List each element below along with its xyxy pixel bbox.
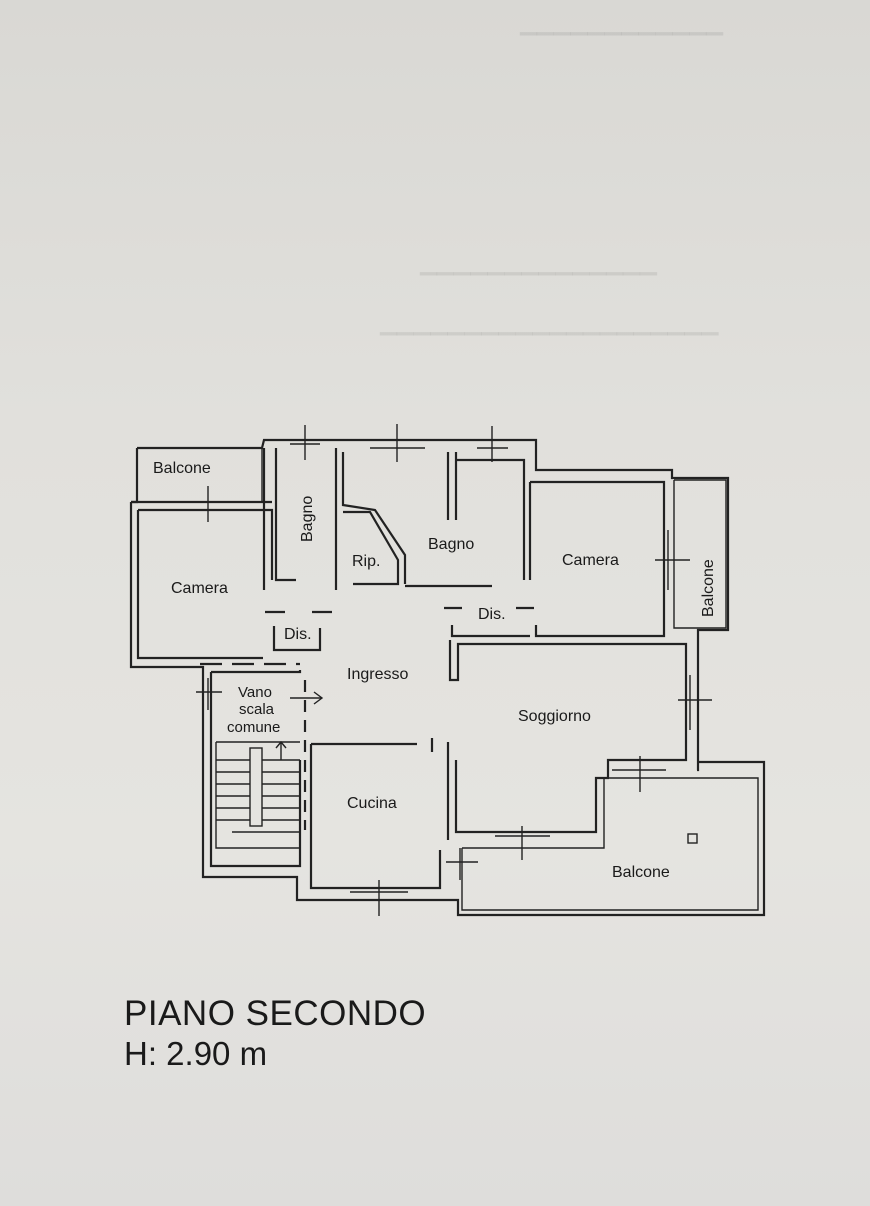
label-camera-west: Camera <box>171 580 228 597</box>
label-balcone-se: Balcone <box>612 864 670 881</box>
label-rip: Rip. <box>352 553 380 570</box>
label-camera-east: Camera <box>562 552 619 569</box>
label-bagno-2: Bagno <box>428 536 474 553</box>
bleed-text: ▁▁▁▁▁▁▁▁▁▁▁▁▁▁▁▁▁▁▁▁ <box>380 310 719 335</box>
bleed-text: ▁▁▁▁▁▁▁▁▁▁▁▁▁▁ <box>420 250 657 275</box>
camera-west <box>136 486 274 660</box>
soggiorno <box>448 640 712 860</box>
cucina <box>309 738 478 916</box>
caption-block: PIANO SECONDO H: 2.90 m <box>124 994 426 1074</box>
balcone-nw <box>131 448 272 504</box>
label-cucina: Cucina <box>347 795 397 812</box>
label-ingresso: Ingresso <box>347 666 408 683</box>
label-dis-1: Dis. <box>284 626 312 643</box>
disimpegni <box>265 606 534 652</box>
ceiling-height: H: 2.90 m <box>124 1035 268 1072</box>
label-vano-3: comune <box>227 719 280 736</box>
balcone-east <box>673 479 727 629</box>
vano-scala <box>196 662 324 868</box>
label-vano-1: Vano <box>238 684 272 701</box>
label-balcone-nw: Balcone <box>153 460 211 477</box>
floor-title: PIANO SECONDO <box>124 994 427 1033</box>
label-balcone-east: Balcone <box>700 559 717 617</box>
label-soggiorno: Soggiorno <box>518 708 591 725</box>
camera-east <box>528 480 690 638</box>
label-dis-2: Dis. <box>478 606 506 623</box>
label-bagno-1: Bagno <box>299 496 316 542</box>
balcone-se <box>461 777 759 911</box>
bleed-text: ▁▁▁▁▁▁▁▁▁▁▁▁ <box>520 10 724 35</box>
bagno-2-rip <box>341 424 526 588</box>
bagno-1 <box>262 425 338 590</box>
label-vano-2: scala <box>239 701 275 718</box>
